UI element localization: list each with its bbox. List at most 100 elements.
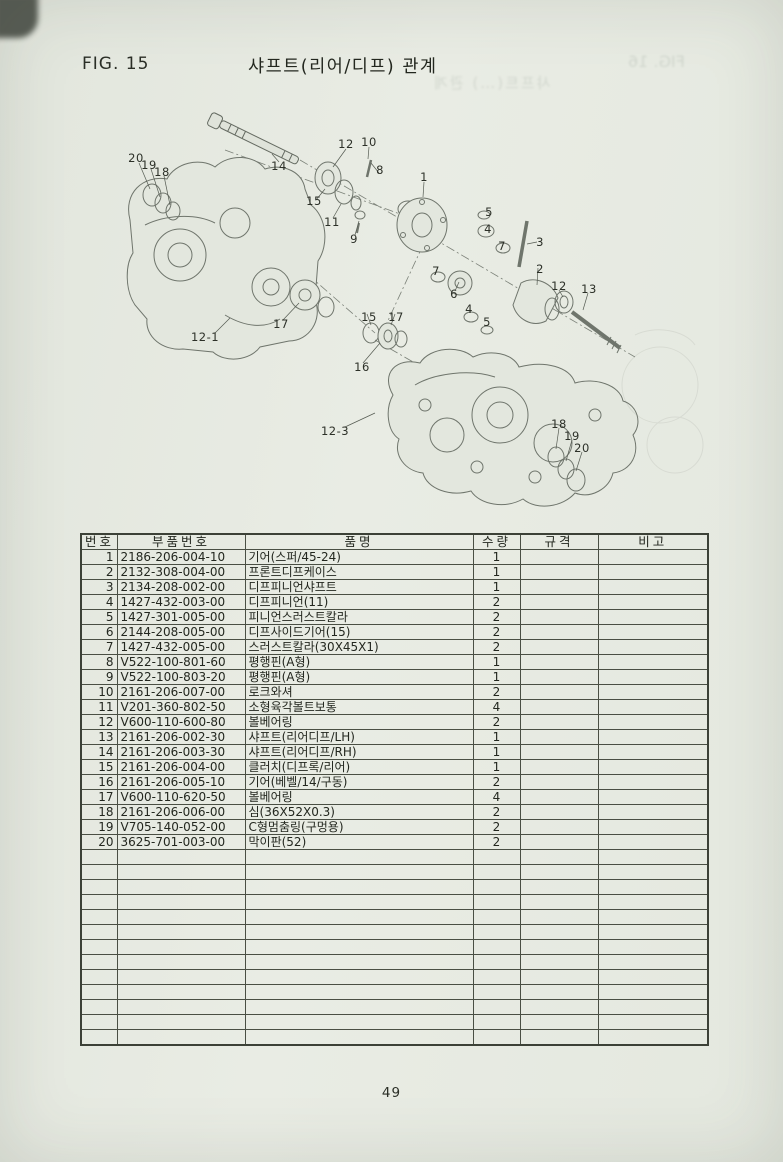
cell: 샤프트(리어디프/LH) [244, 729, 474, 745]
cell [519, 894, 599, 910]
cell: 17 [80, 789, 118, 805]
cell: 2 [472, 819, 521, 835]
cell [519, 864, 599, 880]
diagram-callout: 10 [361, 135, 377, 149]
cell [519, 909, 599, 925]
cell [244, 984, 474, 1000]
diagram-callout: 17 [273, 317, 289, 331]
diagram-callout: 7 [432, 264, 440, 278]
cell [519, 939, 599, 955]
cell [597, 594, 709, 610]
diagram-callout: 7 [498, 239, 506, 253]
cell [519, 834, 599, 850]
cell [80, 849, 118, 865]
cell [80, 894, 118, 910]
cell [80, 924, 118, 940]
cell: 평행핀(A형) [244, 669, 474, 685]
cell [472, 1014, 521, 1030]
cell: 4 [80, 594, 118, 610]
cell [597, 759, 709, 775]
cell [116, 999, 246, 1015]
cell: 6 [80, 624, 118, 640]
cell [597, 1029, 709, 1045]
empty-row [80, 864, 709, 880]
cell [80, 939, 118, 955]
cell: 1427-432-005-00 [116, 639, 246, 655]
cell [519, 924, 599, 940]
cell [519, 729, 599, 745]
empty-row [80, 984, 709, 1000]
cell: 11 [80, 699, 118, 715]
cell: 1427-432-003-00 [116, 594, 246, 610]
cell [519, 639, 599, 655]
cell: 2 [472, 624, 521, 640]
cell [519, 1029, 599, 1045]
cell: 18 [80, 804, 118, 820]
cell [472, 999, 521, 1015]
cell [116, 984, 246, 1000]
cell: 2134-208-002-00 [116, 579, 246, 595]
cell [597, 714, 709, 730]
empty-row [80, 924, 709, 940]
cell [519, 819, 599, 835]
cell [472, 969, 521, 985]
cell: 13 [80, 729, 118, 745]
cell [472, 939, 521, 955]
cell: 2161-206-002-30 [116, 729, 246, 745]
cell [519, 549, 599, 565]
cell: 피니언스러스트칼라 [244, 609, 474, 625]
cell [597, 924, 709, 940]
cell: 2161-206-006-00 [116, 804, 246, 820]
diagram-callout: 2 [536, 262, 544, 276]
cell [80, 984, 118, 1000]
cell [519, 564, 599, 580]
scan-artifact [0, 0, 38, 38]
cell: 2 [472, 684, 521, 700]
cell [597, 894, 709, 910]
cell: 2 [80, 564, 118, 580]
cell: 소형육각볼트보통 [244, 699, 474, 715]
cell: 1 [472, 579, 521, 595]
diagram-callout: 19 [564, 429, 580, 443]
diagram-callout: 5 [485, 205, 493, 219]
cell [519, 624, 599, 640]
cell: 3 [80, 579, 118, 595]
empty-row [80, 1029, 709, 1045]
page-title: 샤프트(리어/디프) 관계 [248, 57, 438, 77]
cell [519, 759, 599, 775]
column-header: 번호 [80, 533, 118, 550]
cell [472, 864, 521, 880]
cell [597, 654, 709, 670]
diagram-callout: 1 [420, 170, 428, 184]
cell [80, 1014, 118, 1030]
cell [597, 849, 709, 865]
cell: 2161-206-007-00 [116, 684, 246, 700]
cell: 2 [472, 774, 521, 790]
cell: 2161-206-005-10 [116, 774, 246, 790]
empty-row [80, 969, 709, 985]
cell: 볼베어링 [244, 714, 474, 730]
cell: 15 [80, 759, 118, 775]
empty-row [80, 954, 709, 970]
cell [519, 999, 599, 1015]
diagram-callout: 18 [154, 165, 170, 179]
cell [597, 909, 709, 925]
cell [597, 744, 709, 760]
cell [597, 939, 709, 955]
cell [519, 699, 599, 715]
bleed-through-title: 샤프트(…) 관계 [432, 74, 551, 92]
cell [597, 684, 709, 700]
diagram-callout: 4 [465, 302, 473, 316]
cell [116, 849, 246, 865]
cell: 1 [472, 549, 521, 565]
cell: 9 [80, 669, 118, 685]
empty-row [80, 894, 709, 910]
